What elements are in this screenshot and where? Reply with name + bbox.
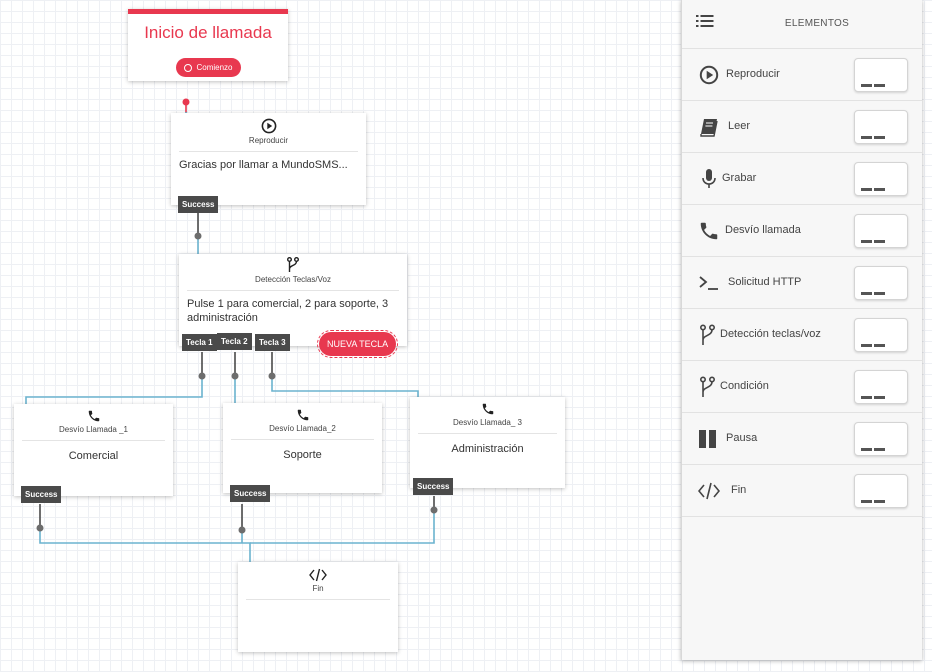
new-key-button[interactable]: NUEVA TECLA [316, 330, 399, 358]
transfer-2-success-tag[interactable]: Success [230, 485, 271, 502]
drag-handle[interactable] [854, 266, 908, 300]
elements-panel: ELEMENTOS Reproducir Leer Grabar Desví [681, 0, 922, 660]
divider [187, 290, 399, 291]
detect-node-title: Detección Teclas/Voz [255, 275, 331, 284]
microphone-icon [702, 169, 716, 188]
port-transfer2-out [238, 526, 246, 534]
panel-item-reproducir[interactable]: Reproducir [682, 49, 922, 101]
end-node[interactable]: Fin [238, 562, 398, 652]
transfer-node-1[interactable]: Desvío Llamada _1 Comercial [14, 404, 173, 496]
panel-item-label: Pausa [726, 432, 758, 444]
list-icon[interactable] [696, 14, 714, 28]
drag-handle[interactable] [854, 422, 908, 456]
key-tag-1[interactable]: Tecla 1 [182, 334, 217, 351]
drag-handle[interactable] [854, 162, 908, 196]
divider [231, 439, 374, 440]
pause-icon [699, 430, 716, 448]
divider [22, 440, 165, 441]
transfer-3-success-tag[interactable]: Success [413, 478, 454, 495]
terminal-icon [699, 276, 718, 290]
code-icon [698, 482, 720, 500]
drag-handle[interactable] [854, 214, 908, 248]
wire-transfer3-end-blue [250, 510, 435, 544]
transfer-1-text: Comercial [68, 450, 119, 462]
transfer-2-text: Soporte [283, 449, 322, 461]
panel-item-label: Leer [728, 120, 751, 132]
panel-item-fin[interactable]: Fin [682, 465, 922, 517]
branch-icon [287, 257, 299, 272]
branch-icon [699, 376, 716, 397]
play-circle-icon [699, 65, 719, 85]
phone-icon [700, 222, 718, 240]
drag-handle[interactable] [854, 318, 908, 352]
transfer-1-title: Desvío Llamada _1 [59, 425, 128, 434]
code-icon [309, 568, 327, 582]
port-transfer1-out [36, 524, 44, 532]
key-tag-3[interactable]: Tecla 3 [255, 334, 290, 351]
play-success-tag[interactable]: Success [178, 196, 219, 213]
elements-panel-header: ELEMENTOS [682, 0, 922, 49]
key-tag-2[interactable]: Tecla 2 [217, 333, 252, 350]
drag-handle[interactable] [854, 58, 908, 92]
port-key2-out [231, 372, 239, 380]
play-node[interactable]: Reproducir Gracias por llamar a MundoSMS… [171, 113, 366, 205]
book-icon [700, 119, 718, 137]
panel-item-deteccion[interactable]: Detección teclas/voz [682, 309, 922, 361]
panel-item-label: Detección teclas/voz [720, 328, 821, 340]
play-node-text: Gracias por llamar a MundoSMS... [179, 159, 348, 171]
transfer-3-text: Administración [451, 443, 524, 455]
transfer-2-title: Desvío Llamada_2 [269, 424, 336, 433]
port-transfer3-out [430, 506, 438, 514]
panel-item-label: Solicitud HTTP [728, 276, 802, 288]
divider [418, 433, 557, 434]
wire-transfer1-end-blue [39, 528, 251, 572]
branch-icon [699, 324, 716, 345]
drag-handle[interactable] [854, 474, 908, 508]
panel-item-label: Fin [731, 484, 747, 496]
panel-item-label: Reproducir [726, 68, 780, 80]
panel-item-leer[interactable]: Leer [682, 101, 922, 153]
phone-icon [297, 409, 308, 421]
wire-key3-transfer3-blue [271, 376, 419, 404]
phone-icon [88, 410, 99, 422]
port-start-out [182, 98, 190, 106]
panel-item-label: Grabar [722, 172, 757, 184]
start-pill[interactable]: Comienzo [176, 58, 241, 77]
transfer-node-2[interactable]: Desvío Llamada_2 Soporte [223, 403, 382, 493]
start-pill-label: Comienzo [196, 63, 233, 72]
detect-node-text: Pulse 1 para comercial, 2 para soporte, … [187, 298, 389, 324]
start-title: Inicio de llamada [144, 23, 272, 42]
end-node-title: Fin [312, 584, 324, 593]
panel-item-http[interactable]: Solicitud HTTP [682, 257, 922, 309]
port-key3-out [268, 372, 276, 380]
panel-item-desvio[interactable]: Desvío llamada [682, 205, 922, 257]
play-circle-icon [261, 118, 276, 134]
panel-item-label: Desvío llamada [725, 224, 801, 236]
panel-item-label: Condición [720, 380, 769, 392]
panel-item-condicion[interactable]: Condición [682, 361, 922, 413]
elements-panel-title: ELEMENTOS [784, 18, 850, 29]
transfer-3-title: Desvío Llamada_ 3 [453, 418, 522, 427]
divider [246, 599, 390, 600]
transfer-1-success-tag[interactable]: Success [21, 486, 62, 503]
phone-icon [482, 403, 493, 415]
record-ring-icon [184, 63, 193, 72]
detect-node[interactable]: Detección Teclas/Voz Pulse 1 para comerc… [179, 254, 407, 346]
transfer-node-3[interactable]: Desvío Llamada_ 3 Administración [410, 397, 565, 488]
drag-handle[interactable] [854, 370, 908, 404]
panel-item-pausa[interactable]: Pausa [682, 413, 922, 465]
play-node-title: Reproducir [248, 136, 289, 145]
start-node[interactable]: Inicio de llamada Comienzo [128, 9, 288, 81]
drag-handle[interactable] [854, 110, 908, 144]
divider [179, 151, 358, 152]
port-play-out [194, 232, 202, 240]
panel-item-grabar[interactable]: Grabar [682, 153, 922, 205]
port-key1-out [198, 372, 206, 380]
